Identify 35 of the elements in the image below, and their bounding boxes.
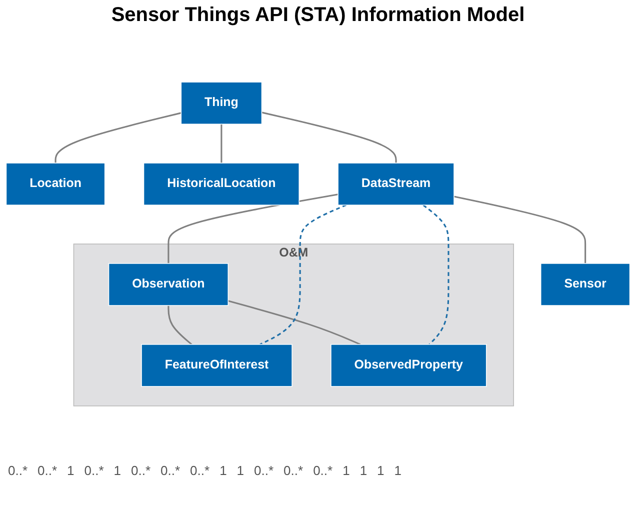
multiplicity-label: 0..*	[38, 463, 58, 478]
connector	[228, 300, 361, 346]
multiplicity-label: 1	[360, 463, 368, 478]
node-box: DataStream	[338, 162, 454, 206]
node-box: HistoricalLocation	[143, 162, 300, 206]
node-box: FeatureOfInterest	[141, 344, 292, 387]
multiplicity-label: 1	[220, 463, 227, 478]
multiplicity-label: 0..*	[131, 463, 151, 478]
node-box: Thing	[180, 82, 262, 124]
multiplicity-label: 0..*	[284, 463, 304, 478]
connector	[454, 196, 586, 264]
node-box: Location	[6, 162, 106, 206]
multiplicity-label: 0..*	[8, 463, 28, 478]
connector	[168, 194, 338, 264]
diagram-title: Sensor Things API (STA) Information Model	[110, 3, 526, 28]
node-box: Sensor	[540, 263, 630, 306]
connector	[422, 204, 450, 345]
connector	[220, 124, 222, 164]
multiplicity-label: 1	[114, 463, 122, 478]
node-box: Observation	[108, 263, 229, 306]
multiplicity-label: 0..*	[84, 463, 104, 478]
connector	[262, 112, 397, 164]
connector	[168, 306, 192, 346]
multiplicity-label: 0..*	[254, 463, 274, 478]
connector	[54, 112, 182, 164]
multiplicity-label: 0..*	[190, 463, 210, 478]
multiplicity-label: 1	[377, 463, 384, 478]
multiplicity-label: 1	[236, 463, 244, 478]
multiplicity-label: 0..*	[160, 463, 180, 478]
node-box: ObservedProperty	[330, 344, 487, 387]
multiplicity-label: 1	[67, 463, 74, 478]
multiplicity-label: 1	[342, 463, 350, 478]
multiplicity-label: 1	[394, 463, 402, 478]
connector	[260, 204, 346, 346]
multiplicity-label: 0..*	[313, 463, 333, 478]
